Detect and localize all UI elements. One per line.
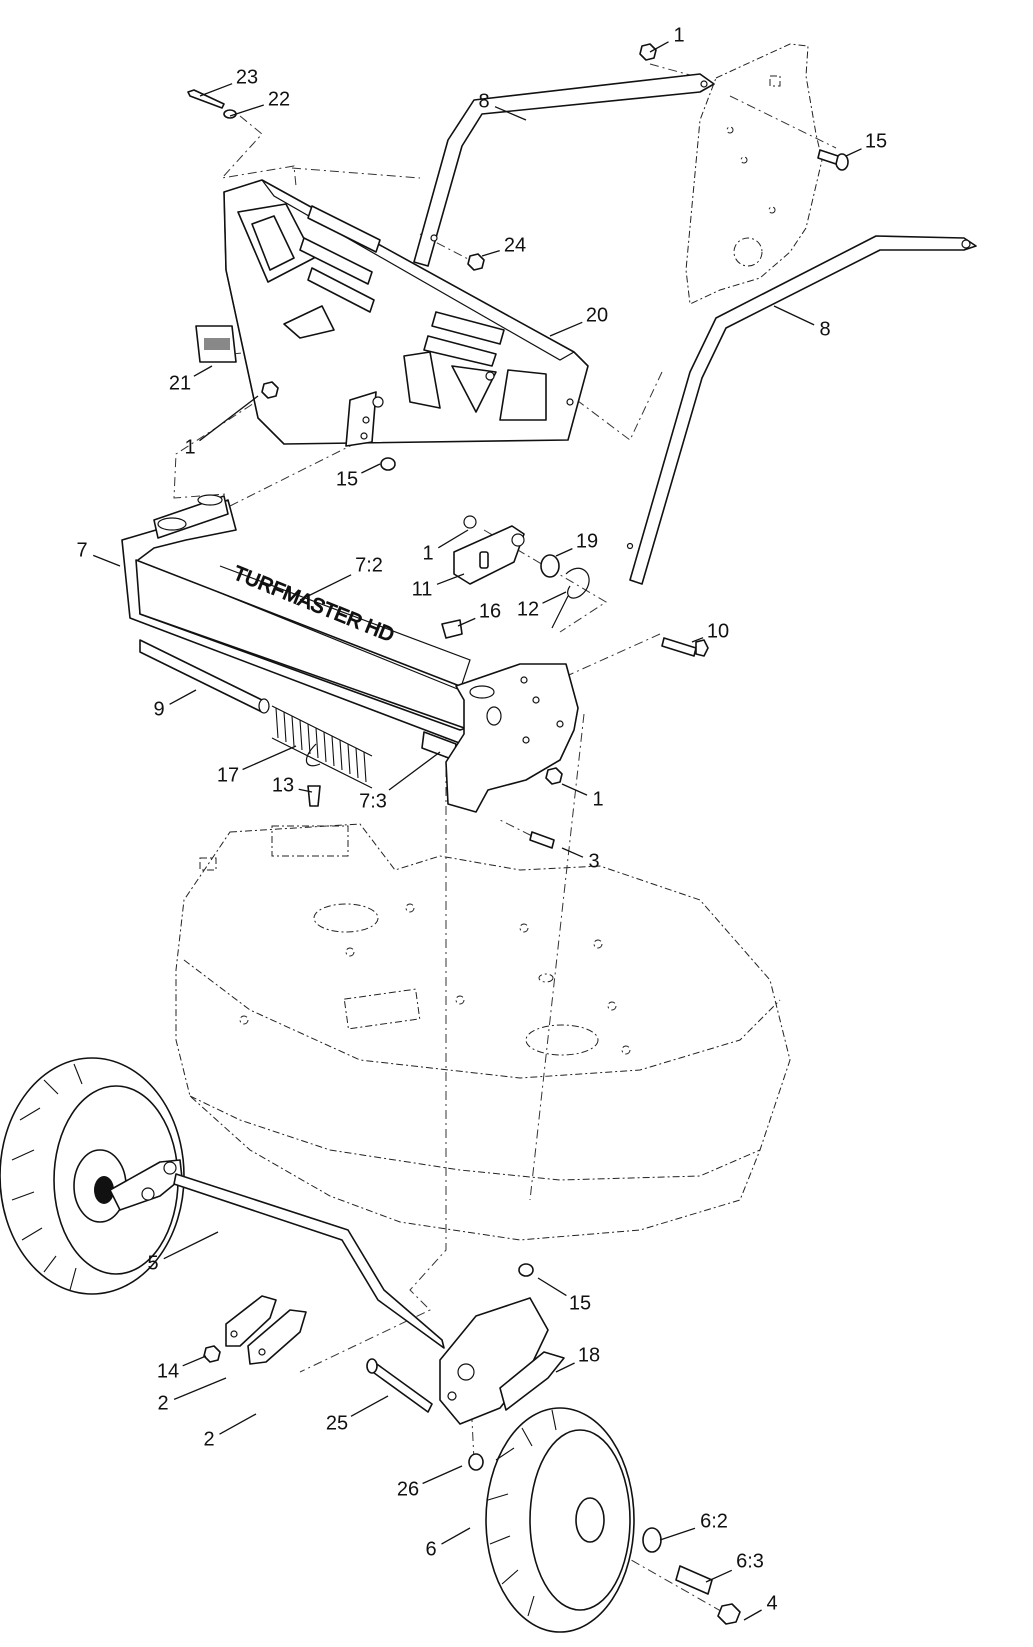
leader-lines: [92, 41, 862, 1621]
callout-label-c18: 18: [578, 1344, 600, 1366]
height-sector-18: [439, 1297, 565, 1425]
callout-label-c2b: 2: [203, 1428, 214, 1450]
callout-label-c11: 11: [412, 578, 433, 600]
callout-label-c17: 17: [217, 764, 239, 786]
leader-line-c7_2: [299, 574, 352, 601]
callout-label-c7_3: 7:3: [359, 790, 387, 812]
leader-line-c9: [169, 689, 197, 705]
callout-label-c23: 23: [236, 66, 258, 88]
callout-label-c8a: 8: [478, 90, 489, 112]
rear-wheel-6: [485, 1407, 741, 1633]
leader-line-c4: [743, 1609, 762, 1621]
callout-label-c1: 1: [673, 24, 684, 46]
callout-label-c15a: 15: [865, 130, 887, 152]
leader-line-c13: [298, 788, 313, 793]
callout-label-c15c: 15: [569, 1292, 591, 1314]
leader-line-c25: [350, 1395, 389, 1417]
callout-label-c4: 4: [766, 1592, 777, 1614]
callout-label-c7_2: 7:2: [355, 554, 383, 576]
callout-label-c24: 24: [504, 234, 526, 256]
leader-line-c21: [193, 365, 213, 377]
leader-line-c6_2: [659, 1527, 696, 1541]
callout-label-c16: 16: [479, 600, 501, 622]
callout-label-c12: 12: [517, 598, 539, 620]
leader-line-c15c: [537, 1277, 567, 1297]
callout-label-c1c: 1: [422, 542, 433, 564]
lower-handle-bar: [626, 235, 977, 585]
callout-label-c3: 3: [588, 850, 599, 872]
leader-line-c2b: [219, 1413, 257, 1435]
leader-line-c17: [242, 745, 297, 771]
callout-label-c20: 20: [586, 304, 608, 326]
leader-line-c24: [481, 249, 500, 257]
leader-line-c10: [691, 637, 704, 643]
leader-line-c22: [229, 104, 265, 117]
decal-21: [195, 325, 237, 363]
leader-line-c5: [163, 1231, 219, 1260]
callout-label-c2a: 2: [157, 1392, 168, 1414]
callout-label-c22: 22: [268, 88, 290, 110]
callout-label-c6: 6: [425, 1538, 436, 1560]
mount-bracket: [345, 391, 384, 447]
adjust-rod-5: [173, 1173, 445, 1349]
leader-line-c3: [561, 847, 584, 858]
axle-bolt-25: [366, 1358, 484, 1471]
leader-line-c16: [457, 617, 476, 627]
leader-line-c15a: [845, 148, 862, 157]
leader-line-c7: [92, 554, 121, 567]
leader-line-c12: [542, 591, 567, 604]
upper-handle-bar: [413, 73, 715, 267]
callout-label-c14: 14: [157, 1360, 179, 1382]
leader-line-c7_3: [388, 751, 441, 791]
bracket-plate: [223, 179, 589, 445]
mower-deck-ghost: [175, 823, 791, 1241]
spring-17: [271, 705, 373, 789]
callout-label-c25: 25: [326, 1412, 348, 1434]
rod-9: [139, 639, 270, 714]
leader-line-c8a: [494, 106, 527, 121]
leader-line-c1d: [561, 783, 588, 796]
callout-label-c9: 9: [153, 698, 164, 720]
callout-label-c7: 7: [76, 539, 87, 561]
leader-line-c19: [555, 548, 573, 557]
callout-label-c1d: 1: [592, 788, 603, 810]
leader-line-c11: [436, 573, 465, 585]
pivot-link: [441, 515, 590, 639]
callout-label-c6_2: 6:2: [700, 1510, 728, 1532]
callout-label-c15b: 15: [336, 468, 358, 490]
leader-line-c15b: [361, 463, 381, 474]
leader-line-c8b: [773, 305, 815, 326]
leader-line-c1c: [437, 529, 469, 549]
leader-line-c14: [182, 1355, 207, 1367]
leader-line-c6: [441, 1527, 471, 1545]
callout-label-c5: 5: [147, 1252, 158, 1274]
fasteners: [187, 43, 849, 1277]
callout-label-c26: 26: [397, 1478, 419, 1500]
leader-line-c6_3: [705, 1569, 733, 1583]
callout-label-c1b: 1: [184, 436, 195, 458]
side-plate-ghost: [685, 43, 823, 305]
leader-line-c18: [555, 1362, 575, 1373]
callout-label-c8b: 8: [819, 318, 830, 340]
callout-label-c19: 19: [576, 530, 598, 552]
callout-label-c10: 10: [707, 620, 729, 642]
leader-line-c23: [199, 83, 233, 97]
callout-label-c21: 21: [169, 372, 191, 394]
leader-line-c2a: [173, 1377, 227, 1401]
leader-line-c26: [422, 1465, 463, 1485]
leader-line-c1: [649, 41, 669, 53]
callout-label-c13: 13: [272, 774, 294, 796]
callout-label-c6_3: 6:3: [736, 1550, 764, 1572]
leader-line-c20: [549, 321, 583, 337]
leader-line-c1b: [199, 395, 259, 442]
brackets-2: [203, 1295, 307, 1365]
